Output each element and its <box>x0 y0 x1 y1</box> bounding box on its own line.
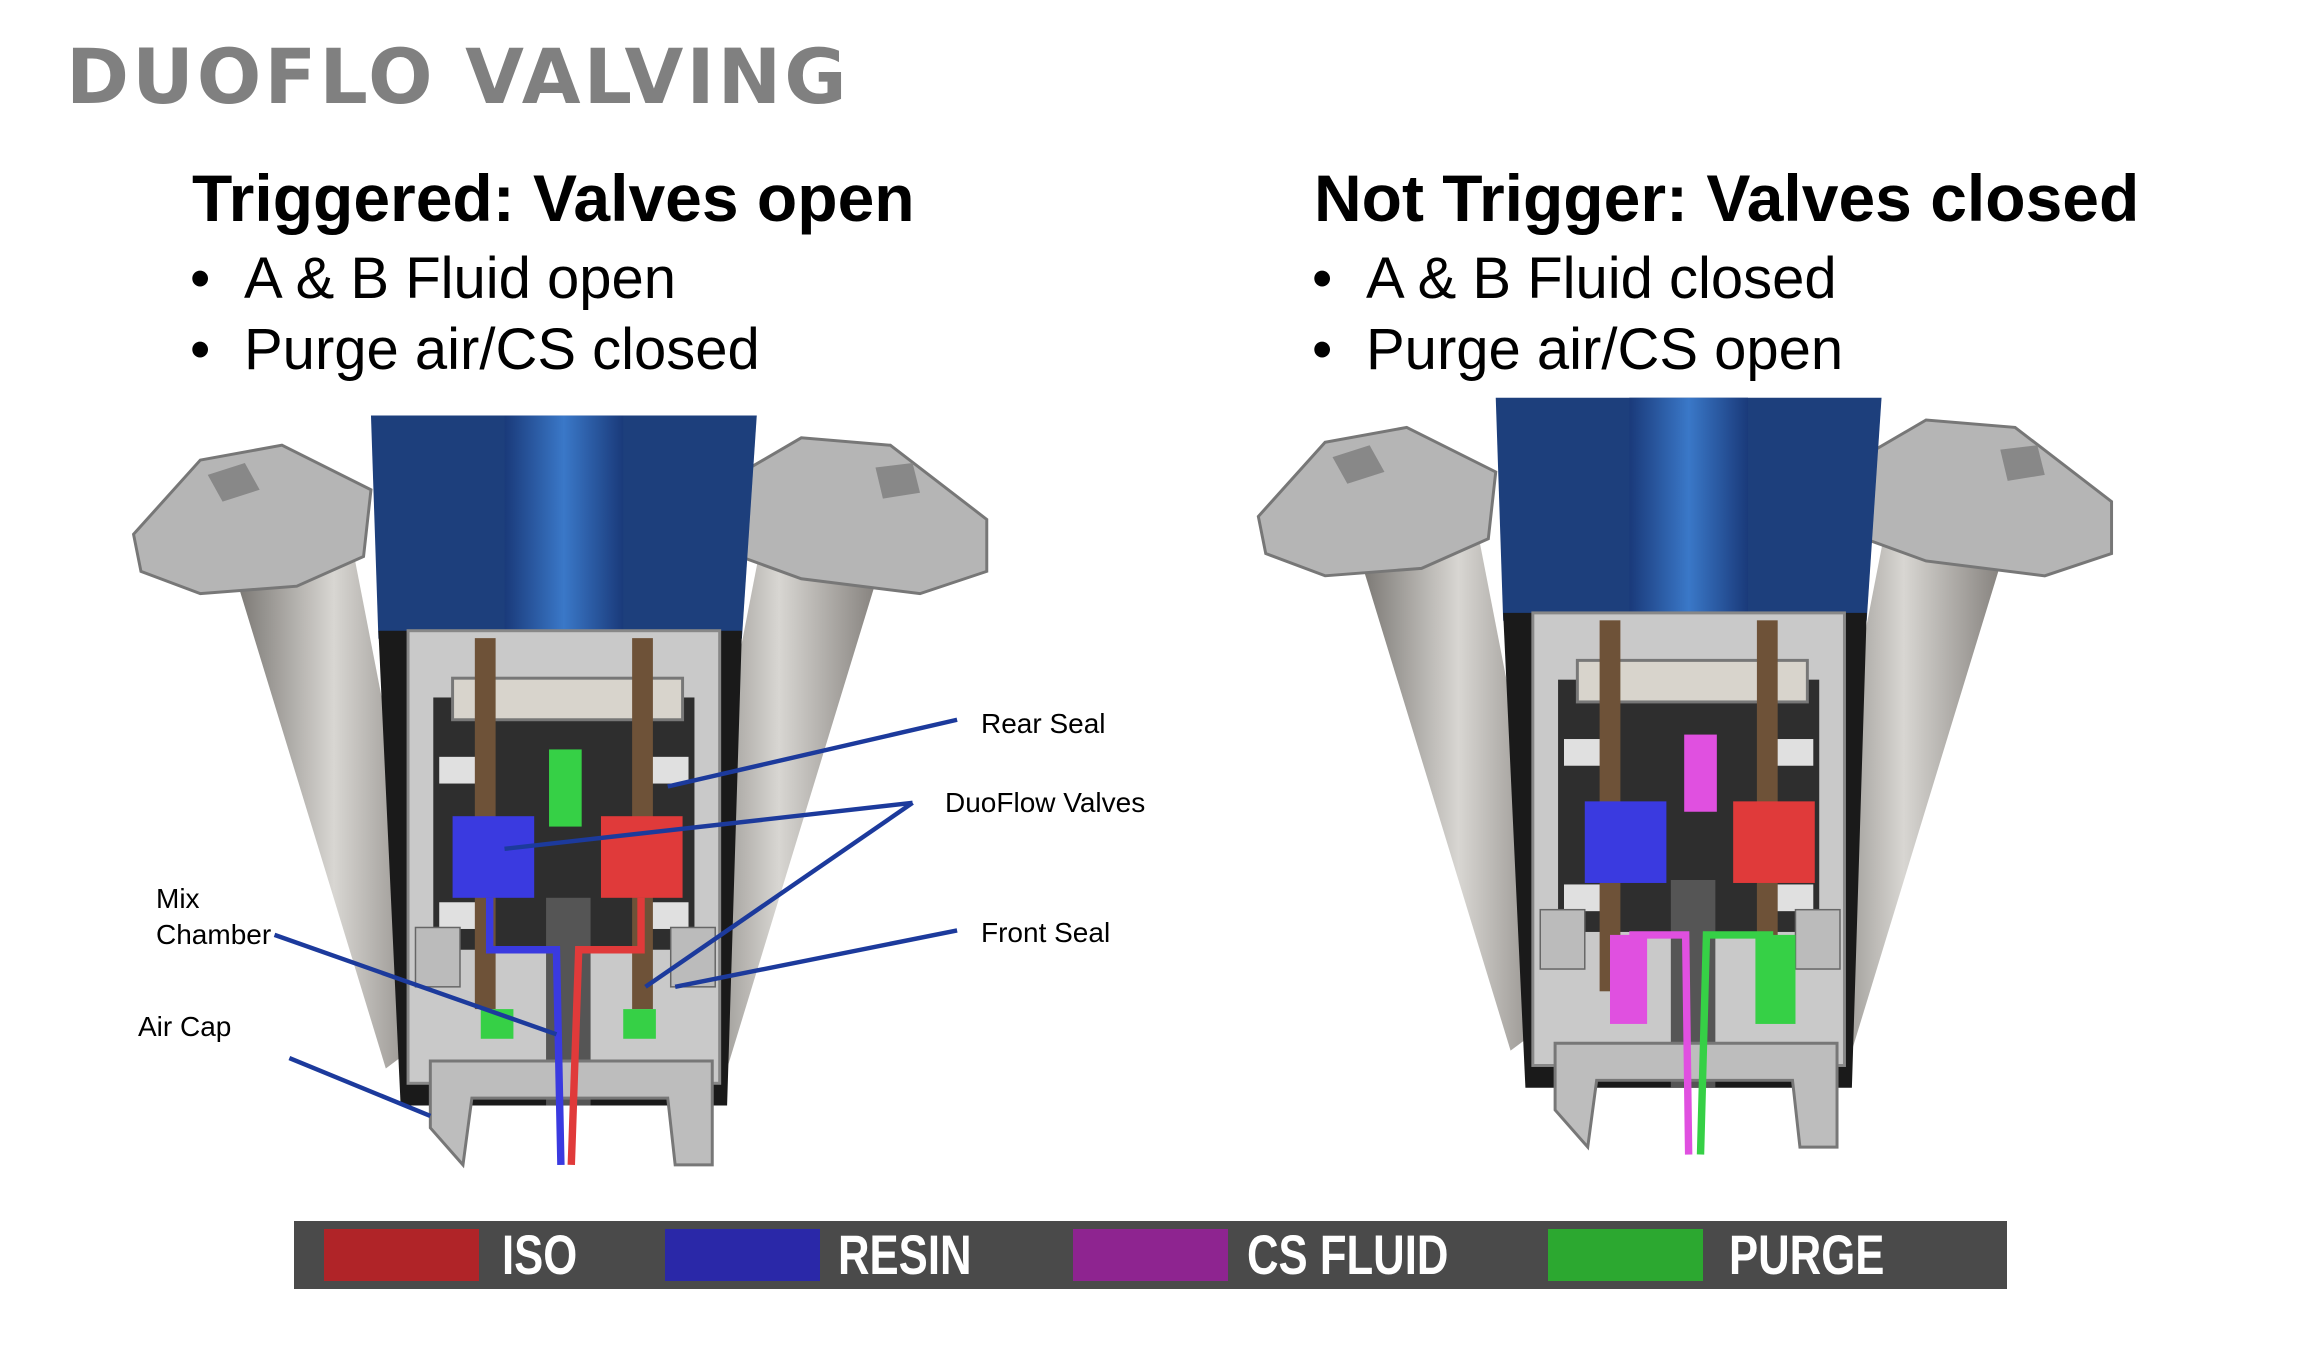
purge-air-spring <box>549 749 582 827</box>
air-cap-line <box>288 1056 432 1118</box>
iso-label: ISO <box>502 1223 578 1286</box>
air-cap-label: Air Cap <box>138 1011 232 1042</box>
left-bullet-2: • Purge air/CS closed <box>190 316 760 383</box>
duoflow-valves-line <box>644 801 914 989</box>
duoflow-valves-line <box>504 800 913 852</box>
purge-air-path <box>1696 931 1774 1155</box>
bullet-dot: • <box>190 317 211 382</box>
iso-swatch <box>324 1229 479 1281</box>
bullet-text: Purge air/CS open <box>1366 317 1844 382</box>
resin-valve-block <box>1584 801 1667 883</box>
bullet-text: A & B Fluid open <box>244 246 677 311</box>
color-legend: ISO RESIN CS FLUID PURGE AIR <box>294 1221 2007 1350</box>
rear-seal-label: Rear Seal <box>981 708 1106 739</box>
resin-flow-path <box>485 897 565 1165</box>
front-seal-label: Front Seal <box>981 917 1111 948</box>
front-seal-line <box>674 928 958 990</box>
left-bullet-1: • A & B Fluid open <box>190 245 676 312</box>
bullet-dot: • <box>1312 317 1333 382</box>
cs-fluid-label: CS FLUID <box>1247 1223 1449 1286</box>
left-heading: Triggered: Valves open <box>192 161 915 235</box>
rear-seal-line <box>667 717 958 789</box>
iso-flow-path <box>567 897 645 1166</box>
cs-fluid-path <box>1629 931 1693 1155</box>
right-bullet-2: • Purge air/CS open <box>1312 316 1843 383</box>
slide-title: DUOFLO VALVING <box>66 32 850 121</box>
valve-illustrations <box>132 396 2114 1167</box>
resin-swatch <box>665 1229 820 1281</box>
cs-fluid-spring <box>1684 734 1717 812</box>
bullet-text: A & B Fluid closed <box>1366 246 1837 311</box>
purge-air-swatch <box>1548 1229 1703 1281</box>
right-bullet-1: • A & B Fluid closed <box>1312 245 1837 312</box>
resin-label: RESIN <box>838 1223 972 1286</box>
cs-fluid-swatch <box>1073 1229 1228 1281</box>
bullet-text: Purge air/CS closed <box>244 317 760 382</box>
right-heading: Not Trigger: Valves closed <box>1314 161 2140 235</box>
purge-air-label: PURGE AIR <box>1729 1223 1885 1350</box>
bullet-dot: • <box>1312 246 1333 311</box>
mix-chamber-line <box>273 932 558 1037</box>
mix-chamber-line-1: Mix <box>156 883 200 914</box>
bullet-dot: • <box>190 246 211 311</box>
duoflow-valves-label: DuoFlow Valves <box>945 787 1146 818</box>
cs-fluid-chamber <box>1610 934 1648 1024</box>
purge-air-port <box>623 1009 656 1039</box>
triggered-valve-illustration <box>132 414 989 1167</box>
iso-valve-block <box>1733 801 1815 883</box>
not-triggered-valve-illustration <box>1256 396 2114 1155</box>
purge-air-chamber <box>1755 934 1796 1024</box>
mix-chamber-line-2: Chamber <box>156 919 272 950</box>
resin-valve-block <box>452 816 535 898</box>
